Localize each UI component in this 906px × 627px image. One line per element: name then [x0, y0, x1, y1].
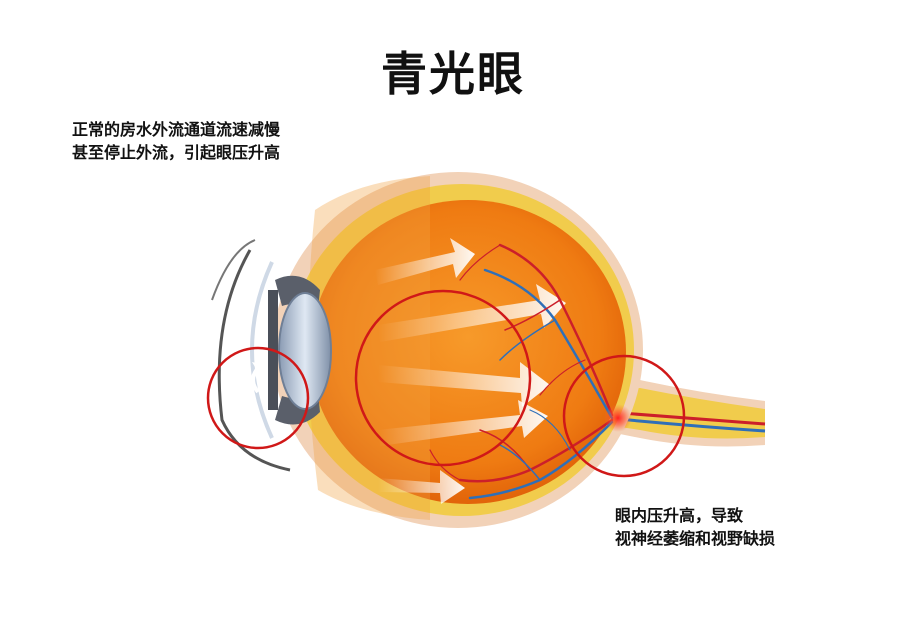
annotation-left-line1: 正常的房水外流通道流速减慢	[72, 120, 281, 139]
pressure-arrow-2	[378, 284, 566, 342]
annotation-right-line1: 眼内压升高，导致	[615, 506, 744, 525]
highlight-circle-vitreous	[354, 289, 532, 467]
eyelid-line	[211, 239, 256, 301]
annotation-aqueous-outflow: 正常的房水外流通道流速减慢 甚至停止外流，引起眼压升高	[72, 118, 280, 164]
annotation-left-line2: 甚至停止外流，引起眼压升高	[72, 143, 281, 162]
crystalline-lens	[278, 292, 332, 410]
pressure-arrow-3	[378, 362, 550, 407]
annotation-right-line2: 视神经萎缩和视野缺损	[615, 529, 776, 548]
pressure-arrow-5	[378, 470, 465, 504]
eyelid-shadow	[217, 249, 291, 472]
highlight-circle-optic-disc	[562, 354, 686, 478]
retinal-vessels	[429, 243, 614, 500]
optic-disc	[604, 404, 632, 432]
aqueous-flow-arrowhead	[252, 362, 262, 372]
pressure-arrow-4	[378, 400, 548, 446]
highlight-circle-drainage-angle	[206, 346, 310, 450]
pressure-arrows	[375, 238, 566, 504]
annotation-optic-nerve: 眼内压升高，导致 视神经萎缩和视野缺损	[615, 504, 775, 550]
aqueous-flow-arrow	[251, 366, 260, 394]
cornea	[250, 261, 274, 439]
pressure-arrow-1	[375, 238, 475, 285]
diagram-title: 青光眼	[381, 47, 525, 101]
